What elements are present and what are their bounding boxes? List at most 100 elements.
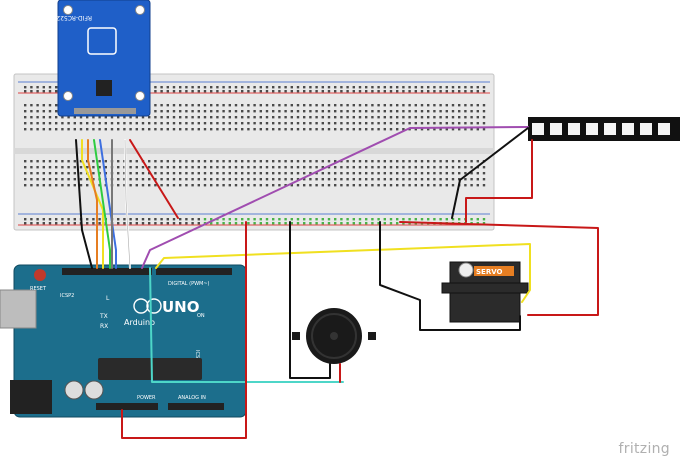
breadboard-hole	[296, 178, 300, 181]
breadboard-hole	[309, 218, 312, 221]
breadboard-hole	[340, 104, 343, 107]
breadboard-hole	[141, 222, 145, 225]
breadboard-hole	[408, 116, 411, 119]
breadboard-hole	[402, 172, 405, 175]
breadboard-hole	[48, 90, 52, 93]
breadboard-hole	[222, 178, 225, 181]
breadboard-hole	[42, 122, 45, 125]
breadboard-hole	[309, 172, 312, 175]
breadboard-hole	[247, 184, 250, 187]
breadboard-hole	[439, 110, 442, 113]
breadboard-hole	[123, 178, 126, 181]
breadboard-hole	[24, 116, 27, 119]
breadboard-hole	[358, 86, 362, 89]
breadboard-hole	[377, 160, 380, 163]
breadboard-hole	[464, 110, 467, 113]
breadboard-hole	[470, 160, 473, 163]
breadboard-hole	[135, 116, 138, 119]
breadboard-hole	[334, 166, 337, 169]
breadboard-hole	[191, 104, 194, 107]
breadboard-hole	[402, 110, 405, 113]
breadboard-hole	[197, 218, 200, 221]
breadboard-hole	[48, 172, 52, 175]
breadboard-hole	[470, 90, 473, 93]
breadboard-hole	[396, 178, 399, 181]
breadboard-hole	[234, 128, 238, 131]
breadboard-hole	[210, 104, 213, 107]
breadboard-hole	[203, 122, 207, 125]
breadboard-hole	[321, 172, 324, 175]
breadboard-hole	[222, 90, 225, 93]
breadboard-hole	[296, 122, 300, 125]
breadboard-hole	[222, 110, 225, 113]
breadboard-hole	[253, 222, 256, 225]
icsp-label: ICSP	[194, 350, 200, 361]
breadboard-hole	[470, 104, 473, 107]
breadboard-hole	[470, 184, 473, 187]
breadboard-hole	[408, 184, 411, 187]
breadboard-hole	[334, 86, 337, 89]
breadboard-hole	[129, 160, 132, 163]
breadboard-hole	[352, 166, 355, 169]
capacitor-1	[64, 380, 84, 400]
breadboard-hole	[216, 86, 219, 89]
breadboard-hole	[464, 166, 467, 169]
breadboard-hole	[241, 104, 244, 107]
breadboard-hole	[451, 90, 455, 93]
breadboard-hole	[290, 178, 293, 181]
breadboard-hole	[210, 166, 213, 169]
breadboard-hole	[98, 222, 101, 225]
breadboard-hole	[123, 128, 126, 131]
breadboard-hole	[48, 222, 52, 225]
breadboard-hole	[253, 90, 256, 93]
breadboard-hole	[476, 90, 479, 93]
breadboard-hole	[389, 122, 393, 125]
breadboard-hole	[458, 116, 461, 119]
breadboard-hole	[321, 166, 324, 169]
breadboard-hole	[265, 90, 269, 93]
breadboard-hole	[278, 178, 281, 181]
breadboard-hole	[389, 178, 393, 181]
breadboard-hole	[36, 122, 39, 125]
breadboard-hole	[210, 110, 213, 113]
breadboard-hole	[191, 166, 194, 169]
breadboard-hole	[73, 116, 76, 119]
breadboard-hole	[414, 178, 417, 181]
breadboard-hole	[185, 86, 188, 89]
breadboard-hole	[241, 122, 244, 125]
breadboard-hole	[265, 222, 269, 225]
breadboard-hole	[321, 122, 324, 125]
breadboard-hole	[309, 184, 312, 187]
breadboard-hole	[284, 178, 287, 181]
breadboard-hole	[365, 104, 368, 107]
breadboard-hole	[408, 90, 411, 93]
breadboard-hole	[24, 104, 27, 107]
breadboard-hole	[272, 184, 275, 187]
breadboard-hole	[92, 166, 95, 169]
breadboard-hole	[154, 218, 157, 221]
breadboard-hole	[309, 166, 312, 169]
breadboard-hole	[24, 178, 27, 181]
wire-red-arduino	[121, 221, 247, 439]
breadboard-hole	[30, 218, 33, 221]
breadboard-hole	[346, 166, 349, 169]
breadboard-hole	[185, 104, 188, 107]
breadboard-hole	[327, 218, 331, 221]
breadboard-hole	[383, 178, 386, 181]
breadboard-hole	[30, 160, 33, 163]
breadboard-hole	[340, 128, 343, 131]
breadboard-hole	[414, 86, 417, 89]
breadboard-hole	[135, 172, 138, 175]
breadboard-hole	[290, 218, 293, 221]
breadboard-hole	[67, 160, 70, 163]
breadboard-hole	[166, 122, 169, 125]
breadboard-hole	[55, 116, 58, 119]
breadboard-hole	[123, 122, 126, 125]
breadboard-hole	[42, 178, 45, 181]
breadboard-hole	[371, 184, 374, 187]
breadboard-hole	[309, 178, 312, 181]
breadboard-hole	[327, 160, 331, 163]
breadboard-hole	[383, 166, 386, 169]
breadboard-hole	[265, 110, 269, 113]
